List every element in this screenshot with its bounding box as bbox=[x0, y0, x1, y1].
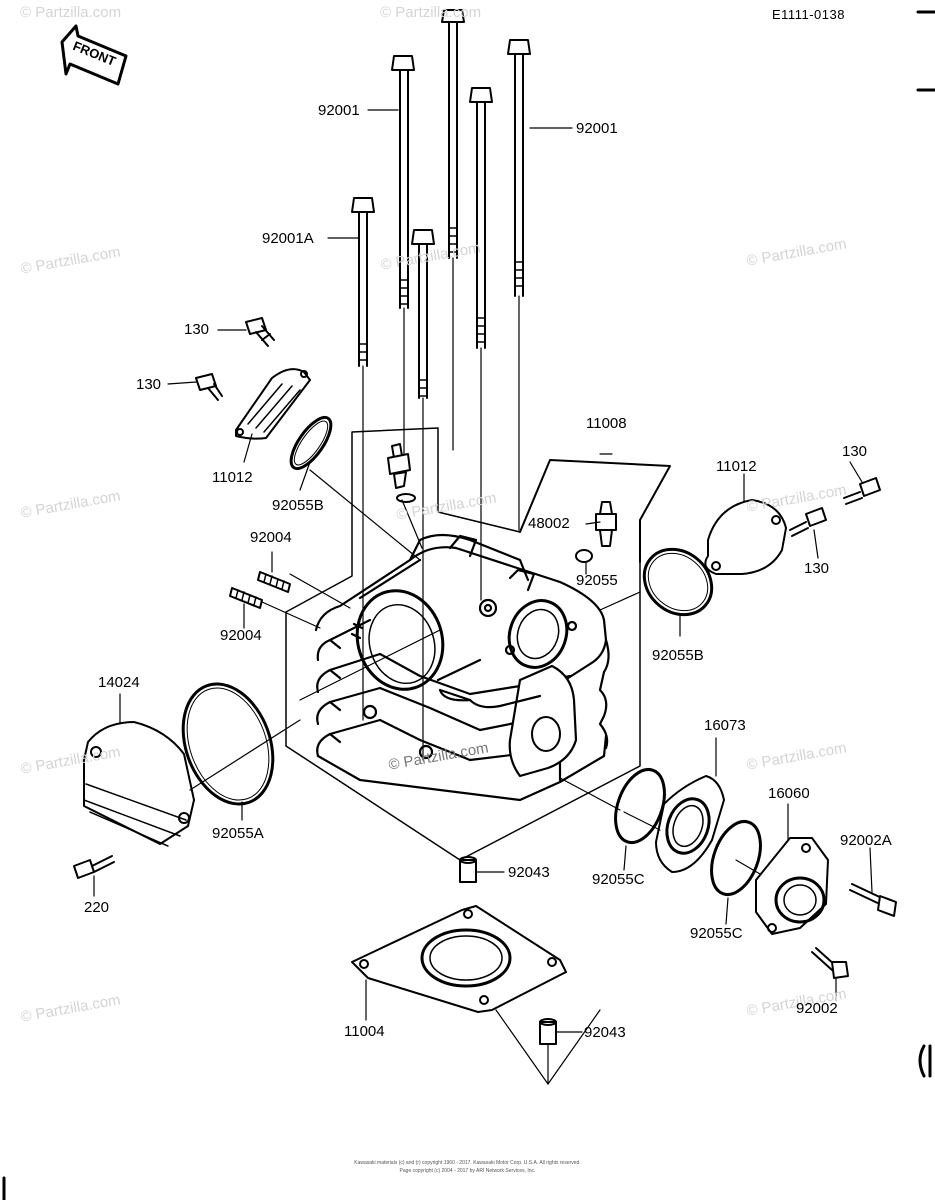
cylinder-head-icon bbox=[314, 533, 610, 802]
gasket-92055c-b-icon bbox=[710, 820, 762, 896]
copyright-line: Page copyright (c) 2004 - 2017 by ARI Ne… bbox=[399, 1168, 536, 1174]
leader-lines bbox=[93, 109, 873, 1085]
part-label: 130 bbox=[184, 321, 210, 338]
part-label: 92055A bbox=[212, 825, 264, 842]
o-ring-inner bbox=[186, 687, 270, 801]
bolt-130-icon bbox=[245, 317, 275, 347]
o-ring-inner bbox=[293, 420, 329, 466]
part-label: 16073 bbox=[704, 717, 746, 734]
part-label: 14024 bbox=[98, 674, 140, 691]
edge-mark bbox=[918, 1044, 932, 1078]
part-label: 11012 bbox=[716, 458, 757, 475]
gasket-11004-icon bbox=[351, 905, 567, 1013]
part-label: 92043 bbox=[584, 1024, 626, 1041]
bolt-92001a-icon bbox=[351, 197, 375, 721]
screw-220-icon bbox=[73, 855, 115, 879]
stud-92004-upper-icon bbox=[257, 571, 291, 593]
bolt-130-icon bbox=[195, 373, 223, 401]
part-label: 92043 bbox=[508, 864, 550, 881]
part-label: 92002A bbox=[840, 832, 892, 849]
part-label: 130 bbox=[804, 560, 830, 577]
bolt-130-icon bbox=[789, 507, 827, 537]
stud-92004-lower-icon bbox=[229, 587, 263, 609]
spacer-16073-icon bbox=[655, 775, 725, 873]
part-label: 130 bbox=[842, 443, 868, 460]
o-ring-92055b-left-icon bbox=[289, 415, 333, 471]
watermark-text: © Partzilla.com bbox=[20, 4, 122, 21]
copyright-line: Kawasaki materials (c) and (r) copyright… bbox=[354, 1160, 581, 1166]
holder-16060-icon bbox=[755, 837, 829, 935]
part-label: 92001 bbox=[318, 102, 360, 119]
part-label: 92055 bbox=[576, 572, 618, 589]
part-label: 92001A bbox=[262, 230, 314, 247]
cover-11012-left-icon bbox=[235, 368, 311, 440]
part-label: 92004 bbox=[250, 529, 292, 546]
bolt-130-icon bbox=[843, 477, 881, 505]
part-label: 92004 bbox=[220, 627, 262, 644]
bolt-92001-mid-icon bbox=[469, 87, 493, 601]
part-label: 11004 bbox=[344, 1023, 385, 1040]
part-label: 92002 bbox=[796, 1000, 838, 1017]
watermark-text: © Partzilla.com bbox=[380, 4, 482, 21]
dowel-92043-upper-icon bbox=[459, 856, 477, 883]
part-label: 92055C bbox=[592, 871, 645, 888]
valve-top-left-icon bbox=[387, 443, 416, 503]
gasket-92055c-a-icon bbox=[614, 768, 666, 844]
bolt-92001-center-icon bbox=[441, 9, 465, 451]
part-label: 92055B bbox=[272, 497, 324, 514]
o-ring-inner bbox=[647, 552, 709, 612]
bolt-92001-left-icon bbox=[391, 55, 415, 461]
part-label: 16060 bbox=[768, 785, 810, 802]
head-box-outline bbox=[285, 427, 521, 613]
cover-14024-icon bbox=[83, 721, 195, 847]
o-ring-92055b-right-icon bbox=[642, 547, 714, 617]
dowel-92043-lower-icon bbox=[539, 1018, 557, 1045]
part-label: 11008 bbox=[586, 415, 627, 432]
part-label: 130 bbox=[136, 376, 162, 393]
part-label: 48002 bbox=[528, 515, 570, 532]
bolt-short-icon bbox=[411, 229, 435, 761]
bolt-92001-right-icon bbox=[507, 39, 531, 531]
bolt-92002a-icon bbox=[849, 883, 897, 917]
cover-11012-right-icon bbox=[704, 499, 787, 575]
part-label: 11012 bbox=[212, 469, 253, 486]
bolt-92002-icon bbox=[811, 947, 849, 979]
part-label: 92001 bbox=[576, 120, 618, 137]
o-ring-92055a-icon bbox=[181, 682, 275, 806]
valve-48002-icon bbox=[575, 501, 617, 563]
diagram-code: E1111-0138 bbox=[772, 7, 845, 22]
bracket-11008-outline bbox=[519, 459, 671, 563]
part-label: 220 bbox=[84, 899, 110, 916]
front-arrow-icon bbox=[60, 24, 128, 86]
part-label: 92055B bbox=[652, 647, 704, 664]
part-label: 92055C bbox=[690, 925, 743, 942]
